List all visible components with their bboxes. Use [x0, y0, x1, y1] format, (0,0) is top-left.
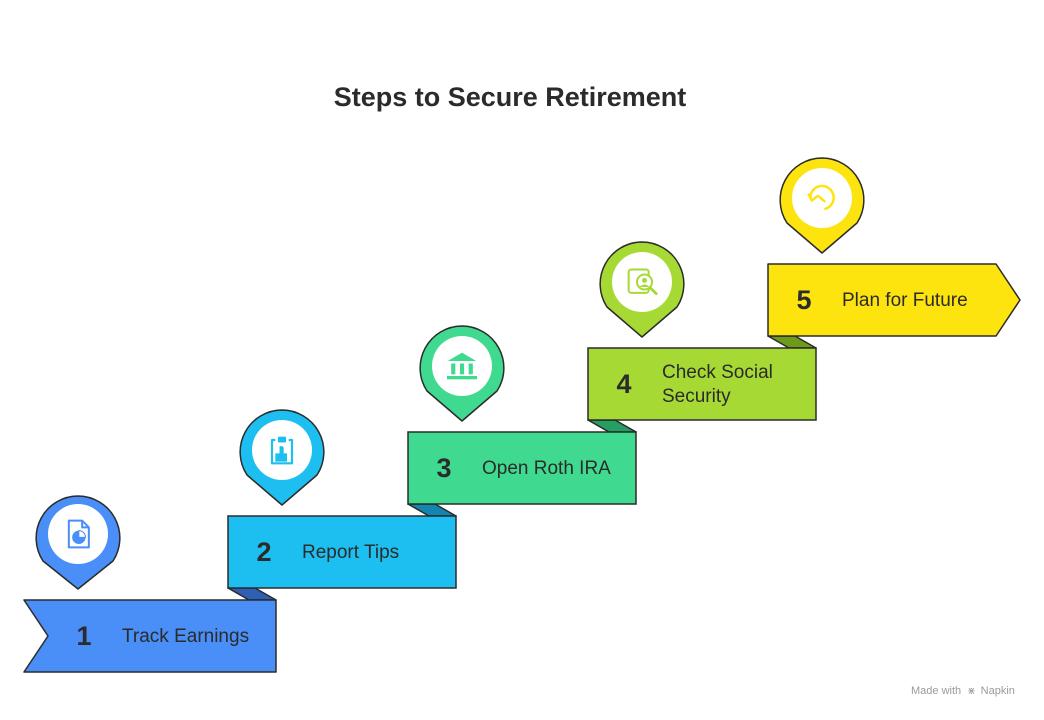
step-4-label-line-2: Security — [662, 386, 731, 407]
step-2-number: 2 — [256, 537, 271, 567]
step-1-pin — [35, 495, 121, 590]
step-3-connector — [587, 419, 637, 433]
step-2: 2 Report Tips — [227, 409, 457, 589]
step-5-pin — [779, 157, 865, 254]
step-1-ribbon — [23, 599, 277, 673]
step-2-connector — [407, 503, 457, 517]
step-4: 4 Check Social Security — [587, 241, 817, 421]
step-4-label-line-1: Check Social — [662, 362, 773, 383]
step-2-label: Report Tips — [302, 542, 399, 563]
step-1: 1 Track Earnings — [23, 495, 277, 673]
step-3: 3 Open Roth IRA — [407, 325, 637, 505]
step-4-pin — [599, 241, 685, 338]
watermark-brand: Napkin — [980, 685, 1015, 697]
step-1-number: 1 — [76, 621, 91, 651]
step-4-number: 4 — [616, 369, 631, 399]
napkin-logo-icon: ⋇ — [967, 686, 976, 697]
diagram-title: Steps to Secure Retirement — [333, 82, 687, 112]
step-5-label: Plan for Future — [842, 290, 968, 311]
step-3-number: 3 — [436, 453, 451, 483]
step-5-ribbon — [767, 263, 1021, 337]
step-5: 5 Plan for Future — [767, 157, 1021, 337]
step-5-number: 5 — [796, 285, 811, 315]
step-2-box — [227, 515, 457, 589]
step-1-label: Track Earnings — [122, 626, 249, 647]
pie-chart-document-icon — [67, 519, 90, 549]
step-3-label: Open Roth IRA — [482, 458, 611, 479]
step-4-box — [587, 347, 817, 421]
step-4-connector — [767, 335, 817, 349]
step-1-connector — [227, 587, 277, 601]
watermark-prefix: Made with — [911, 685, 962, 697]
step-3-box — [407, 431, 637, 505]
napkin-watermark: Made with ⋇ Napkin — [911, 685, 1015, 697]
step-3-pin — [419, 325, 505, 422]
step-2-pin — [239, 409, 325, 506]
